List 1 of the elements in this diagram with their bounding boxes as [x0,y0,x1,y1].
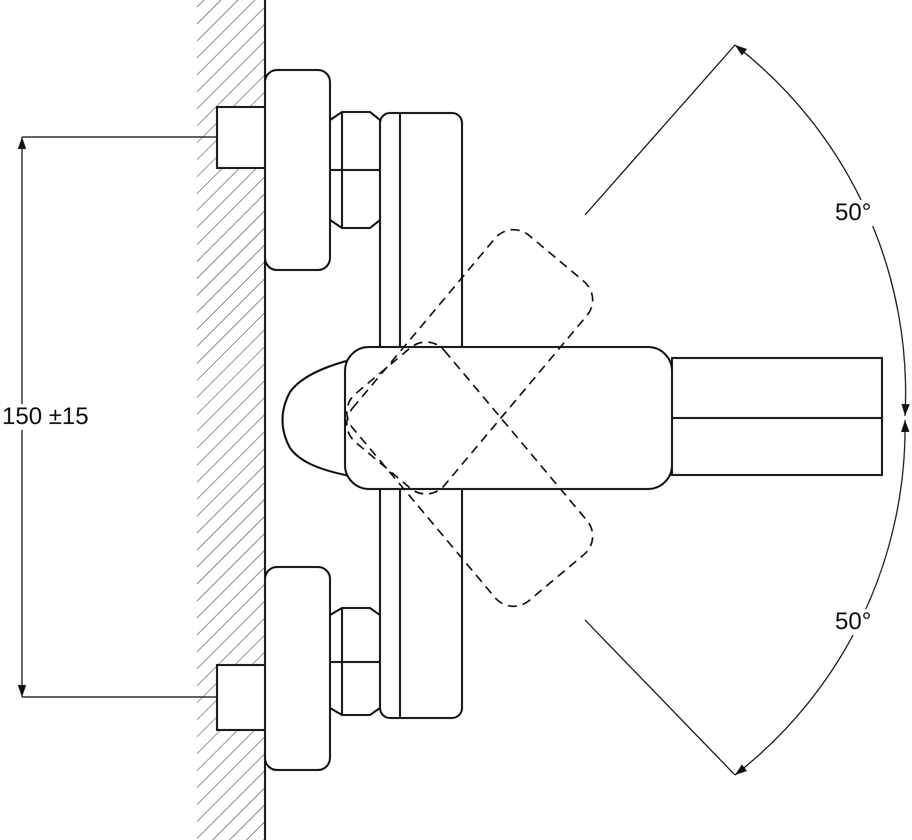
dimension-label: 50° [833,200,874,226]
